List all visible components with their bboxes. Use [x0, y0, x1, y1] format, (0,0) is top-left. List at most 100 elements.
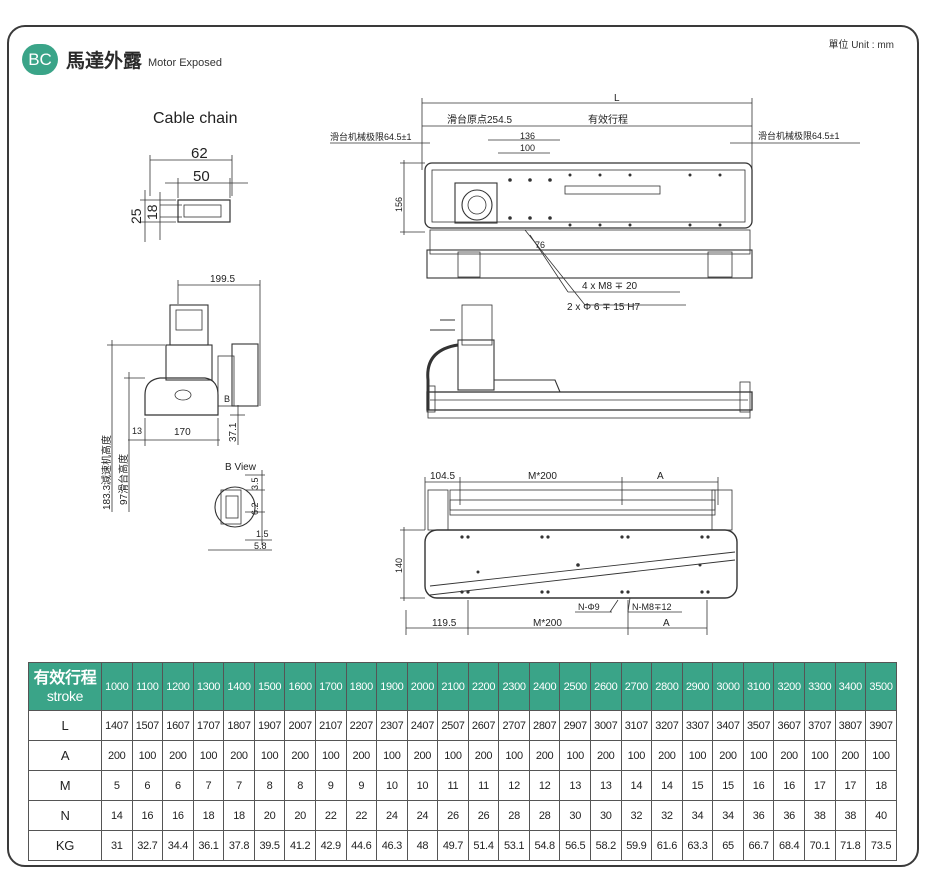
table-cell: 1907 [253, 710, 286, 741]
section-header: BC 馬達外露 Motor Exposed [22, 44, 222, 75]
table-cell: 1707 [192, 710, 225, 741]
hole-markers [460, 173, 722, 594]
table-cell: 41.2 [284, 830, 316, 861]
table-cell: 32 [651, 800, 683, 831]
table-cell: 56.5 [559, 830, 591, 861]
stroke-cell: 3000 [712, 662, 744, 711]
dim-13: 13 [132, 426, 142, 436]
table-cell: 9 [314, 770, 347, 801]
dim-6-2: 6.2 [250, 502, 260, 515]
table-cell: 10 [376, 770, 408, 801]
dim-origin: 滑台原点254.5 [447, 113, 512, 126]
table-cell: 48 [406, 830, 439, 861]
dim-limit-left: 滑台机械极限64.5±1 [330, 131, 411, 142]
stroke-cell: 2100 [437, 662, 469, 711]
stroke-cell: 3300 [803, 662, 836, 711]
table-cell: 53.1 [498, 830, 530, 861]
side-view-drawing [107, 280, 261, 512]
table-cell: 34 [681, 800, 714, 831]
dim-37-1: 37.1 [228, 422, 239, 442]
stroke-cell: 2300 [498, 662, 530, 711]
stroke-cell: 2600 [590, 662, 622, 711]
table-row: N 14 16 16 18 18 20 20 22 22 24 24 26 26… [28, 800, 897, 831]
table-cell: 34 [712, 800, 744, 831]
top-view-drawing [330, 98, 860, 306]
table-cell: 2107 [314, 710, 347, 741]
stroke-cell: 2000 [406, 662, 439, 711]
table-cell: 100 [803, 740, 836, 771]
dim-76: 76 [535, 240, 545, 250]
table-cell: 100 [437, 740, 469, 771]
stroke-spec-table: 有效行程 stroke 1000 1100 1200 1300 1400 150… [28, 662, 897, 861]
table-cell: 200 [162, 740, 194, 771]
table-cell: 26 [467, 800, 500, 831]
dim-156: 156 [394, 197, 404, 212]
table-cell: 2207 [345, 710, 378, 741]
table-cell: 2707 [498, 710, 530, 741]
table-cell: 22 [314, 800, 347, 831]
dim-18: 18 [144, 204, 160, 220]
table-cell: 3707 [803, 710, 836, 741]
table-cell: 71.8 [834, 830, 867, 861]
page-frame [7, 25, 919, 867]
table-cell: 49.7 [437, 830, 469, 861]
table-cell: 200 [651, 740, 683, 771]
row-label: N [28, 800, 102, 831]
table-row: A 200 100 200 100 200 100 200 100 200 10… [28, 740, 897, 771]
stroke-header-en: stroke [46, 687, 84, 704]
stroke-cell: 2500 [559, 662, 591, 711]
dim-m200-top: M*200 [528, 471, 557, 482]
row-label: KG [28, 830, 102, 861]
table-cell: 100 [865, 740, 897, 771]
table-cell: 16 [742, 770, 775, 801]
section-title-cn: 馬達外露 [66, 51, 143, 72]
table-cell: 40 [865, 800, 897, 831]
table-cell: 6 [162, 770, 194, 801]
dim-119-5: 119.5 [432, 618, 457, 629]
table-cell: 2307 [376, 710, 408, 741]
table-cell: 3307 [681, 710, 714, 741]
table-cell: 42.9 [314, 830, 347, 861]
table-cell: 100 [314, 740, 347, 771]
dim-50: 50 [193, 168, 210, 185]
row-label: A [28, 740, 102, 771]
table-cell: 38 [834, 800, 867, 831]
table-cell: 100 [620, 740, 653, 771]
stroke-cell: 3400 [834, 662, 867, 711]
table-cell: 13 [590, 770, 622, 801]
stroke-cell: 3100 [742, 662, 775, 711]
table-row: M 5 6 6 7 7 8 8 9 9 10 10 11 11 12 12 13… [28, 770, 897, 801]
stroke-header-cn: 有效行程 [33, 669, 97, 687]
table-cell: 24 [376, 800, 408, 831]
technical-drawing: Cable chain 62 50 25 18 199.5 170 13 B 3… [100, 93, 860, 635]
table-cell: 2807 [528, 710, 561, 741]
table-cell: 100 [559, 740, 591, 771]
table-cell: 200 [345, 740, 378, 771]
row-label: L [28, 710, 102, 741]
table-cell: 200 [773, 740, 805, 771]
dim-5-8: 5.8 [254, 541, 267, 551]
table-cell: 16 [162, 800, 194, 831]
dim-a-bot: A [663, 618, 670, 629]
table-cell: 1607 [162, 710, 194, 741]
table-cell: 10 [406, 770, 439, 801]
dim-199-5: 199.5 [210, 274, 235, 285]
table-cell: 100 [131, 740, 164, 771]
table-cell: 3207 [651, 710, 683, 741]
dim-62: 62 [191, 145, 208, 162]
stroke-cell: 2700 [620, 662, 653, 711]
table-cell: 65 [712, 830, 744, 861]
table-cell: 2007 [284, 710, 316, 741]
table-row: L 1407 1507 1607 1707 1807 1907 2007 210… [28, 710, 897, 741]
dim-183-3: 183.3減速机高度 [100, 435, 113, 510]
dim-3-5: 3.5 [250, 477, 260, 490]
table-cell: 15 [681, 770, 714, 801]
stroke-cell: 1100 [131, 662, 164, 711]
dim-1-5: 1.5 [256, 529, 269, 539]
table-cell: 1807 [223, 710, 255, 741]
stroke-cell: 1300 [192, 662, 225, 711]
table-cell: 200 [834, 740, 867, 771]
stroke-cell: 1800 [345, 662, 378, 711]
table-cell: 68.4 [773, 830, 805, 861]
table-cell: 3507 [742, 710, 775, 741]
